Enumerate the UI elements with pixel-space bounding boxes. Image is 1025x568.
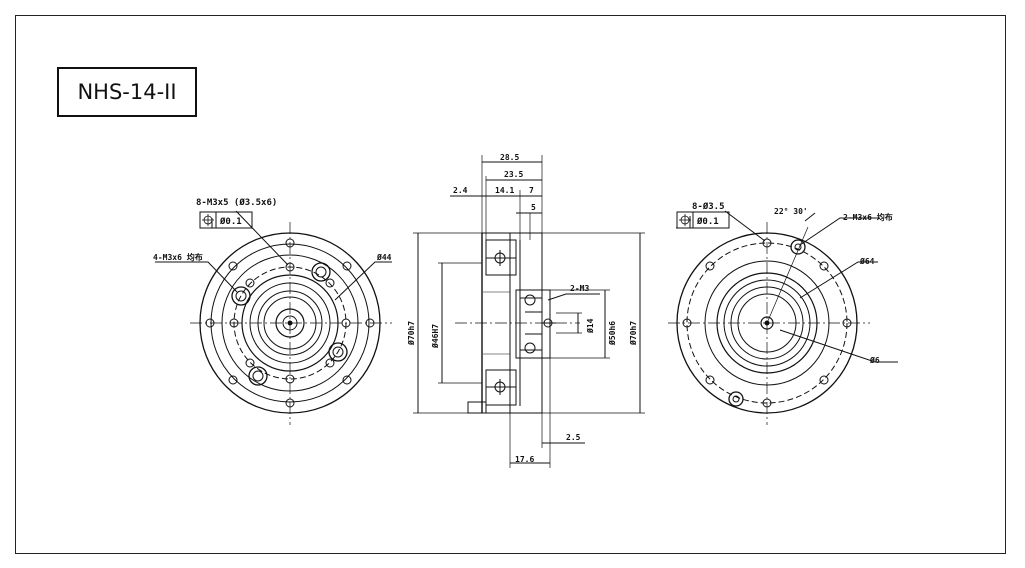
- right-diameter: Ø64: [859, 256, 875, 266]
- left-tolerance: Ø0.1: [219, 216, 242, 227]
- dim-d46-left: Ø46H7: [430, 324, 440, 349]
- dim-width-235: 23.5: [504, 170, 523, 179]
- dim-m3: 2-M3: [570, 284, 589, 293]
- dim-25: 2.5: [566, 433, 581, 442]
- dim-total-width: 28.5: [500, 153, 519, 162]
- dim-bottom-width: 17.6: [515, 455, 534, 464]
- right-back-view: [668, 210, 898, 425]
- dim-d50: Ø50h6: [607, 321, 617, 346]
- dim-5: 5: [531, 203, 536, 212]
- drawing-frame: [15, 15, 1006, 554]
- left-front-view: [155, 210, 392, 425]
- model-title: NHS-14-II: [57, 67, 197, 117]
- right-angle: 22° 30': [774, 207, 808, 216]
- dim-d70-right: Ø70h7: [628, 321, 638, 346]
- right-holes-callout: 8-Ø3.5: [692, 201, 725, 212]
- dim-24: 2.4: [453, 186, 468, 195]
- right-side-holes: 2-M3x6 均布: [843, 212, 893, 222]
- dim-d70-left: Ø70h7: [406, 321, 416, 346]
- dim-141: 14.1: [495, 186, 514, 195]
- left-holes-callout: 8-M3x5 (Ø3.5x6): [196, 197, 277, 208]
- dim-d14: Ø14: [585, 318, 595, 334]
- dim-7: 7: [529, 186, 534, 195]
- left-diameter: Ø44: [376, 252, 392, 262]
- right-bore: Ø6: [869, 355, 880, 365]
- side-section-view: [413, 155, 645, 468]
- left-side-holes: 4-M3x6 均布: [153, 252, 203, 262]
- right-tolerance: Ø0.1: [696, 216, 719, 227]
